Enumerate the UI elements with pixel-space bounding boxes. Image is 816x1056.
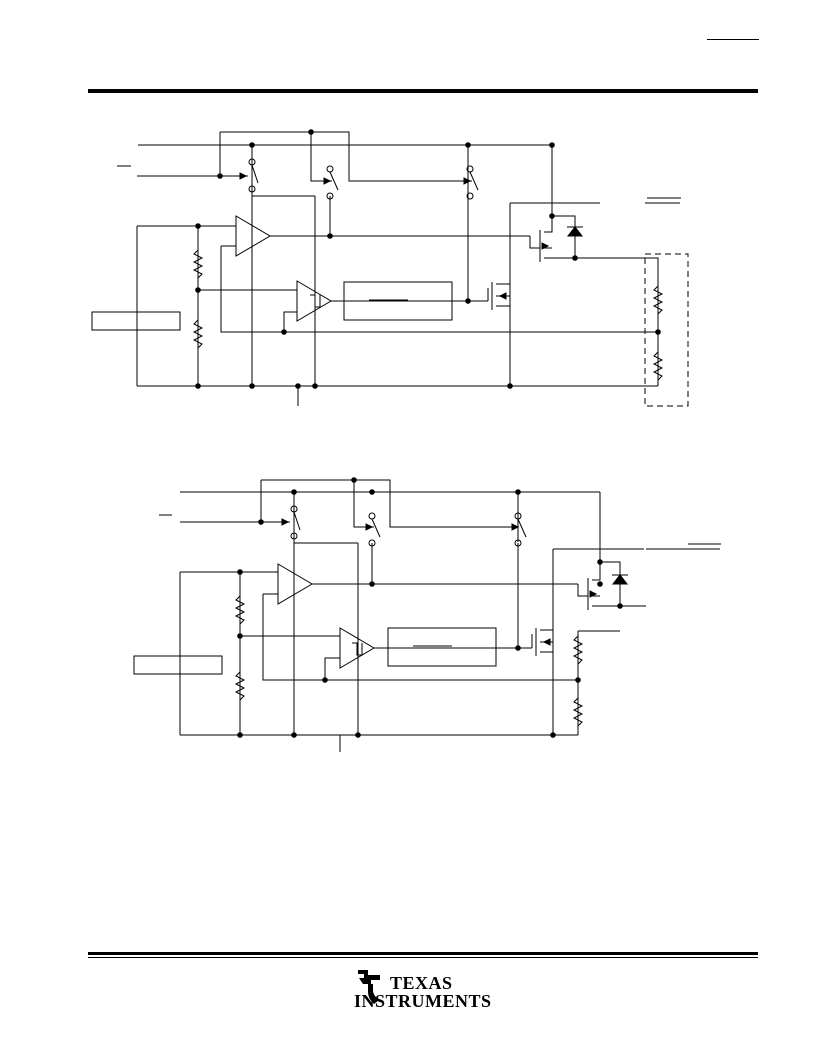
ti-logo-icon	[358, 970, 380, 1004]
schematic-bottom	[133, 479, 720, 752]
schematic-top-dots	[195, 129, 661, 389]
footer-thin-rule	[88, 957, 758, 958]
schematic-top	[91, 131, 689, 407]
ti-logo: TEXAS INSTRUMENTS	[352, 966, 492, 1012]
logo-line-2: INSTRUMENTS	[354, 991, 492, 1011]
logo-line-1: TEXAS	[390, 973, 453, 993]
header-short-rule	[707, 39, 759, 40]
header-rule	[88, 89, 758, 93]
schematic-bottom-dots	[237, 477, 623, 738]
signal-overbars	[117, 165, 721, 545]
footer-thick-rule	[88, 952, 758, 955]
